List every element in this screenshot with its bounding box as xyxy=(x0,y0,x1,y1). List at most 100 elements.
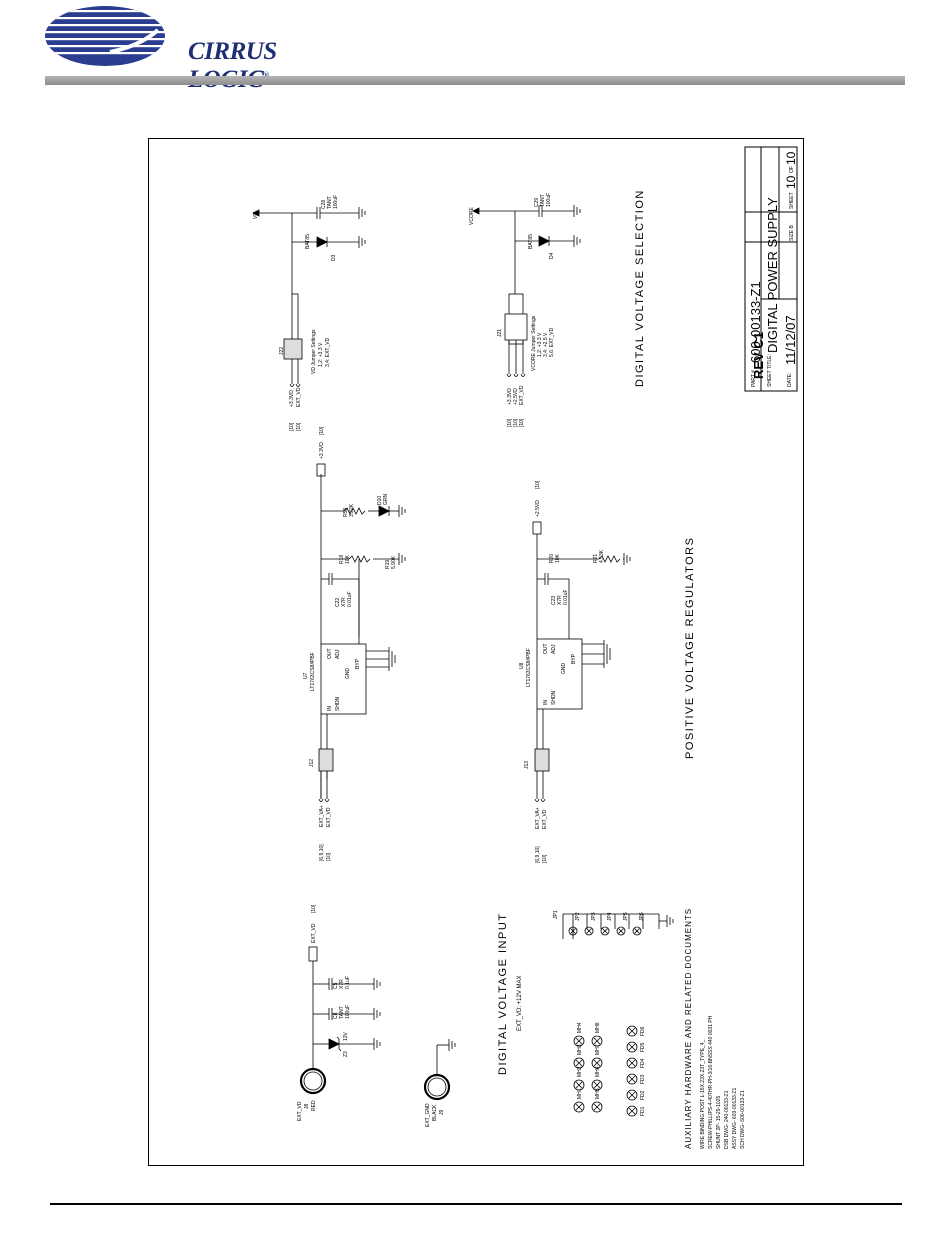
u8-ref2: [10] xyxy=(542,854,548,863)
aux-line-5: ASSY DWG- 603-00133-Z1 xyxy=(732,1087,738,1149)
sheet-number: 10 xyxy=(784,175,798,189)
mounting-label-mh5: MH5 xyxy=(595,1088,601,1099)
fiducial-label-fd3: FD3 xyxy=(640,1074,646,1084)
u7-cap-name: C22 xyxy=(335,598,341,607)
u7-rbot-val: 5.90K xyxy=(391,555,397,569)
date-value: 11/12/07 xyxy=(783,315,798,365)
jumper-jp5 xyxy=(616,926,626,936)
sheet-label: SHEET xyxy=(789,192,795,209)
u8-part: LT1763CS8#PBF xyxy=(526,648,532,687)
u8-cap-name: C23 xyxy=(551,596,557,605)
jumper-jp4 xyxy=(600,926,610,936)
u8-pin-gnd: GND xyxy=(561,663,567,675)
mounting-hole-mh2 xyxy=(573,1079,585,1091)
post-gnd-color: BLACK xyxy=(432,1104,438,1121)
footer-rule xyxy=(50,1203,902,1205)
fiducial-fd3 xyxy=(626,1073,638,1085)
fiducial-label-fd6: FD6 xyxy=(640,1026,646,1036)
heading-digital-voltage-selection: DIGITAL VOLTAGE SELECTION xyxy=(634,189,646,387)
vcore-in3: EXT_VD xyxy=(519,385,525,405)
mounting-label-mh1: MH1 xyxy=(577,1088,583,1099)
u8-pin-shdn: SHDN xyxy=(551,690,557,705)
post-gnd-ref: J9 xyxy=(439,1110,445,1116)
size-label: SIZE B xyxy=(789,224,795,241)
vd-jumper-set2: 3,4: EXT_VD xyxy=(325,337,331,367)
vd-cap-name: C28 xyxy=(321,200,327,209)
vd-ref1: [10] xyxy=(289,422,295,431)
mounting-hole-mh3 xyxy=(573,1057,585,1069)
fiducial-fd6 xyxy=(626,1025,638,1037)
mounting-label-mh4: MH4 xyxy=(577,1022,583,1033)
part-number: 600-00133-Z1 xyxy=(748,281,763,363)
vd-diode-name: D3 xyxy=(331,254,337,261)
u8-ref1: [6,9,10] xyxy=(535,846,541,863)
u8-rtop-val: 10K xyxy=(555,553,561,563)
vd-diode-part: BAT85 xyxy=(305,234,311,249)
u7-part: LT1763CS8#PBF xyxy=(310,652,316,691)
vd-cap-val1: TANT xyxy=(327,196,333,209)
heading-digital-voltage-input: DIGITAL VOLTAGE INPUT xyxy=(497,912,509,1075)
u7-ref2: [10] xyxy=(326,852,332,861)
vcore-ref3: [10] xyxy=(519,418,525,427)
u7-led-val: GRN xyxy=(383,494,389,506)
vd-jumper-name: J22 xyxy=(279,347,285,355)
vd-in1: +3.3VD xyxy=(289,390,295,407)
sheet-of: OF xyxy=(789,166,795,173)
u8-pin-adj: ADJ xyxy=(551,644,557,654)
u8-name: U8 xyxy=(519,662,525,669)
vcore-jumper-title: VCORE Jumper Settings xyxy=(531,315,537,371)
mounting-hole-mh1 xyxy=(573,1101,585,1113)
schematic-sheet: REV C1 PART # 600-00133-Z1 SHEET TITLE: … xyxy=(148,138,804,1166)
mounting-label-mh6: MH6 xyxy=(595,1066,601,1077)
input-max-note: EXT_VD: +12V MAX xyxy=(517,975,523,1031)
mounting-label-mh8: MH8 xyxy=(595,1022,601,1033)
u7-in1: EXT_VA+ xyxy=(319,805,325,827)
input-net-ref: [10] xyxy=(311,904,317,913)
u8-in1: EXT_VA+ xyxy=(535,807,541,829)
u7-pin-byp: BYP xyxy=(355,658,361,669)
fiducial-label-fd4: FD4 xyxy=(640,1058,646,1068)
mounting-hole-mh6 xyxy=(591,1079,603,1091)
jumper-jp6 xyxy=(632,926,642,936)
vd-ref2: [10] xyxy=(296,422,302,431)
vd-jumper-title: VD Jumper Settings xyxy=(311,329,317,374)
fiducial-fd4 xyxy=(626,1057,638,1069)
u8-pin-in: IN xyxy=(543,700,549,705)
logo-mark-icon xyxy=(45,6,165,66)
input-cap1-v1: TANT xyxy=(339,1006,345,1019)
schematic-drawing: REV C1 PART # 600-00133-Z1 SHEET TITLE: … xyxy=(252,146,798,1149)
vcore-cap-val2: 100uF xyxy=(546,193,552,207)
mounting-label-mh7: MH7 xyxy=(595,1044,601,1055)
u8-pin-out: OUT xyxy=(543,643,549,654)
input-cap1-name: C8 xyxy=(333,1012,339,1019)
vcore-jumper-set2: 3,4: +2.5 V xyxy=(543,332,549,357)
jumper-label-jp5: JP5 xyxy=(623,912,629,921)
fiducial-fd1 xyxy=(626,1105,638,1117)
vcore-cap-name: C29 xyxy=(534,198,540,207)
u7-out-net: +3.3VD xyxy=(319,442,325,459)
mounting-label-mh2: MH2 xyxy=(577,1066,583,1077)
aux-line-1: WIRE BINDING POST L-15X.23X.23T_TYPE_4_ xyxy=(700,1039,706,1149)
jumper-jp3 xyxy=(584,926,594,936)
u7-ref1: [6,9,10] xyxy=(319,844,325,861)
u7-pin-adj: ADJ xyxy=(335,649,341,659)
heading-aux-docs: AUXILIARY HARDWARE AND RELATED DOCUMENTS xyxy=(684,908,693,1149)
jumper-jp2 xyxy=(568,926,578,936)
aux-line-6: SCH DWG- 600-00133-Z1 xyxy=(740,1090,746,1149)
rev-label: REV C1 xyxy=(751,332,766,379)
vd-net-label: VD xyxy=(253,212,259,219)
u7-led-name: D10 xyxy=(377,496,383,505)
date-label: DATE: xyxy=(787,373,793,387)
u7-pin-in: IN xyxy=(327,706,333,711)
input-net: EXT_VD xyxy=(311,923,317,943)
zener-name: Z3 xyxy=(343,1051,349,1057)
vcore-jumper-set1: 1,2: +3.3 V xyxy=(537,332,543,357)
mounting-label-mh3: MH3 xyxy=(577,1044,583,1055)
brand-name: CIRRUS LOGIC® xyxy=(188,38,277,93)
u7-pin-out: OUT xyxy=(327,648,333,659)
sheet-title-label: SHEET TITLE: xyxy=(767,354,773,387)
post-gnd-name: EXT_GND xyxy=(425,1103,431,1127)
